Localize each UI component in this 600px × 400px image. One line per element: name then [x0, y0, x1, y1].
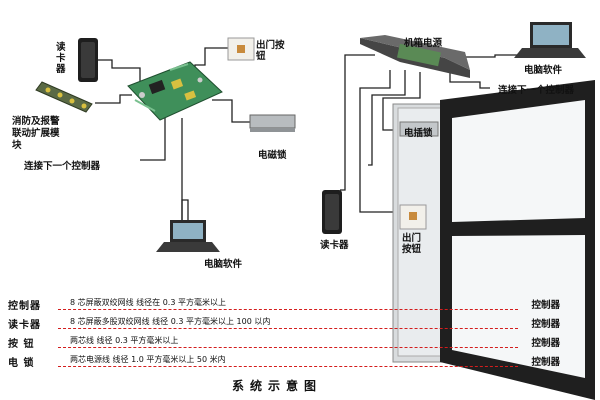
legend-row: 按 钮 两芯线 线径 0.3 平方毫米以上 控制器 — [8, 333, 568, 350]
legend-target: 控制器 — [531, 319, 560, 330]
legend-wire-spec: 两芯线 线径 0.3 平方毫米以上 — [70, 336, 179, 345]
door-leaf-device — [440, 80, 595, 400]
chassis-power-label: 机箱电源 — [404, 38, 443, 49]
legend-wire-spec: 两芯电源线 线径 1.0 平方毫米以上 50 米内 — [70, 355, 226, 364]
legend-dashed-line — [58, 347, 518, 348]
magnetic-lock-label: 电磁锁 — [258, 150, 287, 161]
magnetic-lock-device — [249, 114, 296, 132]
legend-row: 控制器 8 芯屏蔽双绞网线 线径在 0.3 平方毫米以上 控制器 — [8, 295, 568, 312]
fire-alarm-module-device — [35, 81, 93, 113]
legend-wire-spec: 8 芯屏蔽多股双绞网线 线径 0.3 平方毫米以上 100 以内 — [70, 317, 271, 326]
exit-button-door-label: 出门按钮 — [402, 233, 422, 255]
computer-left-device — [156, 220, 220, 252]
legend-device-name: 控制器 — [8, 301, 41, 312]
legend-device-name: 电 锁 — [8, 358, 35, 369]
computer-right-device — [514, 22, 586, 58]
legend-dashed-line — [58, 366, 518, 367]
next-controller-right-label: 连接下一个控制器 — [498, 85, 575, 96]
exit-button-door-device — [399, 204, 427, 230]
legend-dashed-line — [58, 309, 518, 310]
right-wires — [340, 54, 520, 213]
electric-bolt-lock-label: 电插锁 — [404, 128, 433, 139]
card-reader-top-device — [78, 38, 98, 82]
card-reader-top-label: 读卡器 — [56, 42, 66, 75]
fire-alarm-module-label: 消防及报警联动扩展模块 — [12, 116, 60, 151]
card-reader-door-device — [322, 190, 342, 234]
legend-target: 控制器 — [531, 300, 560, 311]
legend-target: 控制器 — [531, 357, 560, 368]
legend-row: 读卡器 8 芯屏蔽多股双绞网线 线径 0.3 平方毫米以上 100 以内 控制器 — [8, 314, 568, 331]
legend-row: 电 锁 两芯电源线 线径 1.0 平方毫米以上 50 米内 控制器 — [8, 352, 568, 369]
chassis-power-device — [360, 35, 470, 78]
next-controller-left-label: 连接下一个控制器 — [24, 161, 101, 172]
exit-button-top-label: 出门按钮 — [256, 40, 285, 62]
card-reader-door-label: 读卡器 — [320, 240, 349, 251]
exit-button-top-device — [227, 37, 255, 61]
legend-wire-spec: 8 芯屏蔽双绞网线 线径在 0.3 平方毫米以上 — [70, 298, 226, 307]
diagram-caption: 系统示意图 — [232, 379, 323, 393]
electric-bolt-lock-device — [399, 121, 439, 137]
legend-device-name: 按 钮 — [8, 339, 35, 350]
computer-software-left-label: 电脑软件 — [204, 259, 243, 270]
legend-dashed-line — [58, 328, 518, 329]
controller-board-device — [127, 61, 223, 121]
legend-device-name: 读卡器 — [8, 320, 41, 331]
legend-target: 控制器 — [531, 338, 560, 349]
computer-software-right-label: 电脑软件 — [524, 65, 563, 76]
